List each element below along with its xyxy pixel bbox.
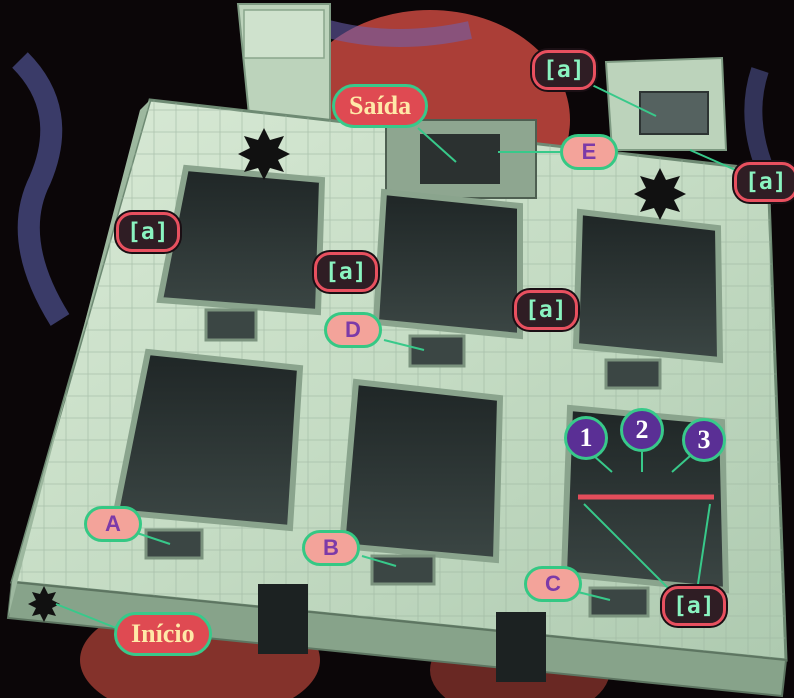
marker-a: A xyxy=(84,506,142,542)
doorway-top-left xyxy=(206,310,256,340)
doorway-a xyxy=(146,530,202,558)
marker-c: C xyxy=(524,566,582,602)
switch-number-1: 1 xyxy=(564,416,608,460)
pit-top-left xyxy=(160,168,322,312)
start-label: Início xyxy=(114,612,212,656)
marker-e: E xyxy=(560,134,618,170)
marker-b: B xyxy=(302,530,360,566)
pit-top-right xyxy=(576,212,720,360)
tag-a-top-right-tower: [a] xyxy=(532,50,596,90)
tag-a-center-right: [a] xyxy=(514,290,578,330)
pit-bottom-middle xyxy=(342,382,500,560)
switch-number-2: 2 xyxy=(620,408,664,452)
doorway-b xyxy=(372,556,434,584)
tag-a-bottom-right: [a] xyxy=(662,586,726,626)
marker-d: D xyxy=(324,312,382,348)
switch-number-3: 3 xyxy=(682,418,726,462)
doorway-c xyxy=(590,588,648,616)
exit-label: Saída xyxy=(332,84,428,128)
pit-bottom-left xyxy=(116,352,300,528)
pit-top-middle xyxy=(376,192,520,336)
tag-a-left: [a] xyxy=(116,212,180,252)
front-opening-right xyxy=(496,612,546,682)
doorway-d xyxy=(410,336,464,366)
tower-left-top xyxy=(244,10,324,58)
tag-a-right-edge: [a] xyxy=(734,162,794,202)
tag-a-center: [a] xyxy=(314,252,378,292)
doorway-top-right xyxy=(606,360,660,388)
front-opening-left xyxy=(258,584,308,654)
